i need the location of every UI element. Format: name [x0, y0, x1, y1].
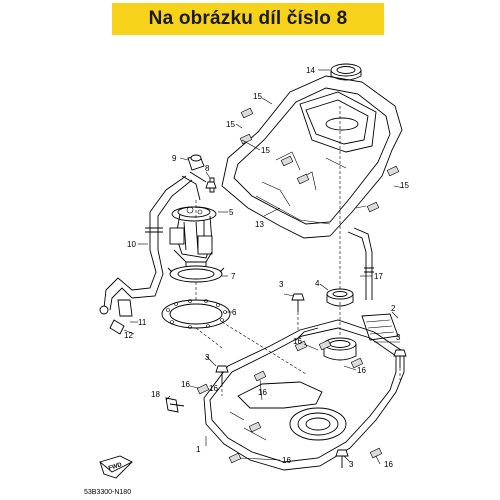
clip-18 [165, 397, 185, 413]
alignment-lines [195, 106, 401, 396]
callout-label: 4 [315, 279, 320, 288]
retainer-ring-7 [167, 262, 225, 283]
callout-label: 5 [229, 208, 234, 217]
callout-label: 6 [232, 308, 237, 317]
title-banner: Na obrázku díl číslo 8 [112, 3, 384, 35]
hose-10 [99, 175, 193, 335]
callout-label: 15 [253, 92, 262, 101]
callout-label: 8 [205, 164, 210, 173]
fwd-arrow-icon: FWD [99, 455, 134, 479]
callout-label: 3 [396, 333, 401, 342]
callout-label: 16 [282, 456, 291, 465]
callout-label: 16 [181, 380, 190, 389]
callout-label: 3 [205, 353, 210, 362]
callout-label: 14 [306, 66, 315, 75]
callout-label: 3 [349, 460, 354, 469]
diagram-code: 53B3300-N180 [84, 489, 132, 496]
label-2 [361, 313, 399, 341]
callout-label: 7 [231, 272, 236, 281]
callout-label: 18 [151, 390, 160, 399]
hose-17 [347, 227, 374, 300]
callout-label: 10 [127, 240, 136, 249]
gasket-6 [161, 299, 231, 329]
bolts-3 [215, 293, 407, 468]
bolt-8 [205, 181, 217, 189]
callout-label: 16 [258, 388, 267, 397]
callout-label: 16 [293, 337, 302, 346]
callout-label: 11 [138, 318, 147, 327]
callout-label: 13 [255, 220, 264, 229]
callout-label: 15 [400, 181, 409, 190]
fwd-label: FWD [108, 462, 123, 472]
fuel-tank [196, 319, 405, 471]
leader-lines [123, 69, 405, 465]
callout-label: 17 [374, 272, 383, 281]
callout-label: 15 [226, 120, 235, 129]
callout-label: 2 [391, 304, 396, 313]
banner-title: Na obrázku díl číslo 8 [148, 8, 348, 29]
callout-label: 15 [261, 146, 270, 155]
tank-cover-frame [221, 75, 403, 239]
callout-label: 1 [196, 445, 201, 454]
filler-cap-seal [330, 63, 362, 81]
callout-label: 16 [209, 384, 218, 393]
callout-label: 9 [172, 154, 177, 163]
callout-numbers: 14 15 15 15 13 15 9 8 5 10 7 6 11 12 3 4… [124, 66, 409, 469]
callout-label: 3 [279, 280, 284, 289]
fuel-pump-assembly [169, 154, 217, 263]
damper-pads-15 [239, 107, 400, 213]
callout-label: 16 [384, 460, 393, 469]
callout-label: 12 [124, 331, 133, 340]
callout-label: 16 [357, 366, 366, 375]
